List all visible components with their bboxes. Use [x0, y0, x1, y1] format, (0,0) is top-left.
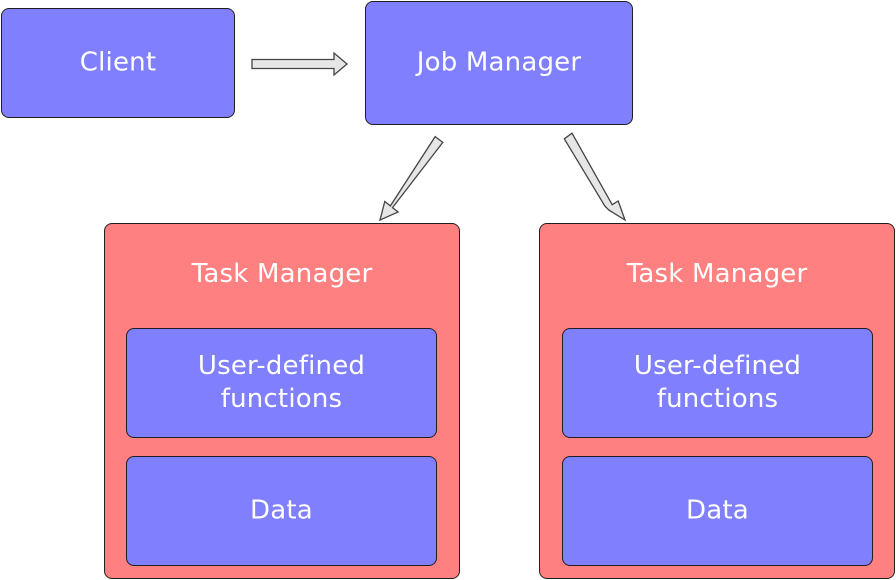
job-manager-box: Job Manager	[365, 1, 633, 125]
data-label-1: Data	[250, 495, 313, 526]
arrow-client-to-jobmanager	[251, 51, 349, 77]
task-manager-title-1: Task Manager	[191, 259, 373, 289]
arrow-jobmanager-to-taskmanager-1	[379, 135, 444, 222]
user-defined-functions-label-2: User-defined functions	[633, 351, 802, 414]
job-manager-label: Job Manager	[416, 47, 582, 78]
user-defined-functions-box-2: User-defined functions	[562, 328, 873, 438]
task-manager-title-2: Task Manager	[626, 259, 808, 289]
arrow-jobmanager-to-taskmanager-2	[563, 132, 627, 222]
user-defined-functions-box-1: User-defined functions	[126, 328, 437, 438]
data-label-2: Data	[686, 495, 749, 526]
task-manager-box-1: Task Manager User-defined functions Data	[104, 223, 460, 579]
user-defined-functions-label-1: User-defined functions	[197, 351, 366, 414]
data-box-1: Data	[126, 456, 437, 566]
client-box: Client	[1, 8, 235, 118]
client-label: Client	[79, 47, 157, 78]
data-box-2: Data	[562, 456, 873, 566]
task-manager-box-2: Task Manager User-defined functions Data	[539, 223, 895, 579]
